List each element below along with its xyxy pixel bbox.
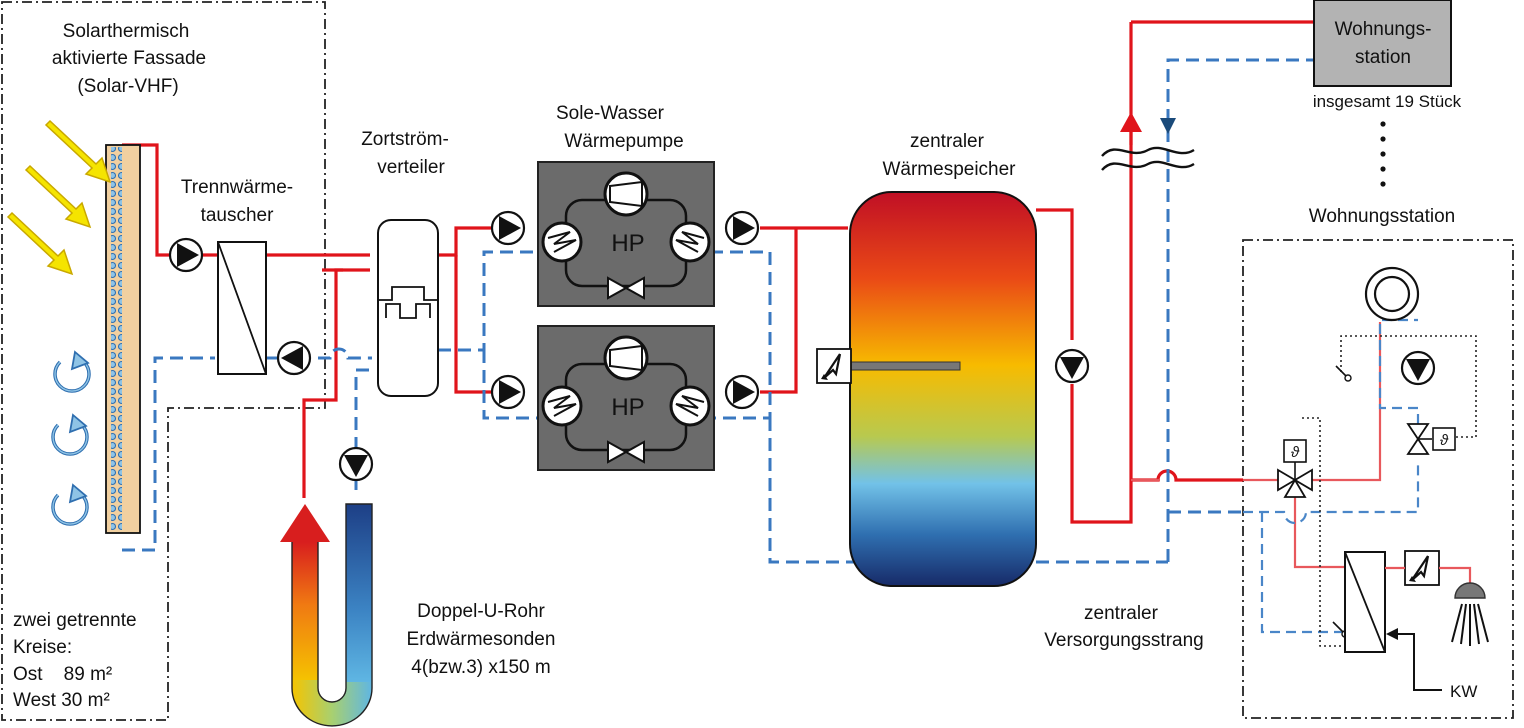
svg-text:Zortström-: Zortström- bbox=[361, 129, 449, 150]
separation-hx-label: Trennwärme- tauscher bbox=[181, 177, 293, 226]
separation-heat-exchanger-icon bbox=[217, 241, 267, 375]
svg-text:4(bzw.3) x150 m: 4(bzw.3) x150 m bbox=[411, 657, 550, 678]
more-dots bbox=[1380, 121, 1386, 187]
circular-arrow-icon bbox=[53, 350, 91, 393]
borehole-u-pipe bbox=[280, 503, 373, 727]
svg-text:verteiler: verteiler bbox=[377, 157, 445, 178]
radiator-icon bbox=[1364, 266, 1420, 322]
supply-arrow-icon bbox=[1120, 112, 1142, 132]
cold-pipes bbox=[122, 58, 1313, 564]
svg-text:Doppel-U-Rohr: Doppel-U-Rohr bbox=[417, 601, 545, 622]
supply-line-label: zentraler Versorgungsstrang bbox=[1044, 603, 1204, 651]
station-count-label: insgesamt 19 Stück bbox=[1313, 92, 1462, 111]
svg-text:Wärmespeicher: Wärmespeicher bbox=[882, 159, 1016, 180]
control-line bbox=[1340, 335, 1477, 438]
pump-icon bbox=[168, 237, 204, 273]
zone-valve-icon bbox=[1406, 423, 1432, 455]
svg-text:Sole-Wasser: Sole-Wasser bbox=[556, 103, 665, 124]
svg-text:Erdwärmesonden: Erdwärmesonden bbox=[407, 629, 556, 650]
cold-water-label: KW bbox=[1450, 682, 1477, 701]
cold-water-inlet bbox=[1386, 628, 1442, 691]
three-way-valve-icon bbox=[1277, 462, 1313, 498]
hot-pipes-station bbox=[1385, 566, 1472, 584]
circular-arrow-icon bbox=[51, 413, 89, 456]
electric-heater-icon bbox=[815, 347, 853, 385]
hot-pipes bbox=[122, 20, 1313, 524]
pump-icon bbox=[724, 210, 760, 246]
dhw-heat-exchanger-icon bbox=[1344, 551, 1386, 653]
svg-text:(Solar-VHF): (Solar-VHF) bbox=[77, 76, 178, 97]
pump-icon bbox=[276, 340, 312, 376]
pump-icon bbox=[490, 374, 526, 410]
svg-text:Versorgungsstrang: Versorgungsstrang bbox=[1044, 630, 1204, 651]
pump-icon bbox=[1054, 348, 1090, 384]
pump-icon bbox=[1400, 350, 1436, 386]
pipe-break-icon bbox=[1101, 146, 1195, 171]
heatpump-label: Sole-Wasser Wärmepumpe bbox=[556, 103, 684, 152]
thermostat-symbol: ϑ bbox=[1291, 444, 1300, 461]
svg-text:aktivierte Fassade: aktivierte Fassade bbox=[52, 48, 206, 69]
pump-icon bbox=[490, 210, 526, 246]
svg-text:Ost 89 m²: Ost 89 m² bbox=[13, 664, 112, 685]
circuits-label: zwei getrennte Kreise: Ost 89 m² West 30… bbox=[13, 610, 137, 711]
return-arrow-icon bbox=[1160, 118, 1176, 134]
station-detail-label: Wohnungsstation bbox=[1309, 206, 1455, 227]
hp-badge: HP bbox=[611, 230, 644, 257]
hp-badge: HP bbox=[611, 394, 644, 421]
svg-text:zentraler: zentraler bbox=[1084, 603, 1159, 624]
svg-text:Solarthermisch: Solarthermisch bbox=[63, 21, 190, 42]
cold-pipes-station bbox=[1243, 318, 1420, 634]
sun-ray-arrow-icon bbox=[7, 212, 73, 275]
facade-label: Solarthermisch aktivierte Fassade (Solar… bbox=[52, 21, 206, 97]
pump-icon bbox=[724, 374, 760, 410]
apartment-station-label: Wohnungs- station bbox=[1335, 19, 1432, 68]
shower-icon bbox=[1451, 582, 1489, 646]
central-storage-tank bbox=[847, 191, 1037, 587]
sun-ray-arrow-icon bbox=[45, 120, 111, 183]
svg-text:station: station bbox=[1355, 47, 1411, 68]
storage-label: zentraler Wärmespeicher bbox=[882, 131, 1016, 180]
apartment-station-frame bbox=[1242, 239, 1514, 719]
svg-text:Trennwärme-: Trennwärme- bbox=[181, 177, 293, 198]
svg-text:tauscher: tauscher bbox=[201, 205, 275, 226]
pump-icon bbox=[338, 446, 374, 482]
svg-text:zwei getrennte: zwei getrennte bbox=[13, 610, 137, 631]
solar-facade bbox=[105, 144, 141, 534]
hot-pipes-station bbox=[1243, 322, 1382, 569]
svg-text:Wohnungs-: Wohnungs- bbox=[1335, 19, 1432, 40]
control-line bbox=[1302, 417, 1344, 647]
svg-text:Kreise:: Kreise: bbox=[13, 637, 72, 658]
borehole-label: Doppel-U-Rohr Erdwärmesonden 4(bzw.3) x1… bbox=[407, 601, 556, 678]
svg-text:zentraler: zentraler bbox=[910, 131, 985, 152]
apartment-station-box bbox=[1313, 0, 1452, 87]
sun-ray-arrow-icon bbox=[25, 165, 91, 228]
distributor-label: Zortström- verteiler bbox=[361, 129, 449, 178]
svg-text:Wärmepumpe: Wärmepumpe bbox=[564, 131, 683, 152]
thermostat-symbol: ϑ bbox=[1440, 432, 1449, 449]
circular-arrow-icon bbox=[51, 483, 89, 526]
electric-heater-icon bbox=[1403, 549, 1441, 587]
facade-frame bbox=[1, 1, 326, 721]
svg-text:West 30 m²: West 30 m² bbox=[13, 690, 110, 711]
distributor-vessel bbox=[377, 219, 439, 397]
